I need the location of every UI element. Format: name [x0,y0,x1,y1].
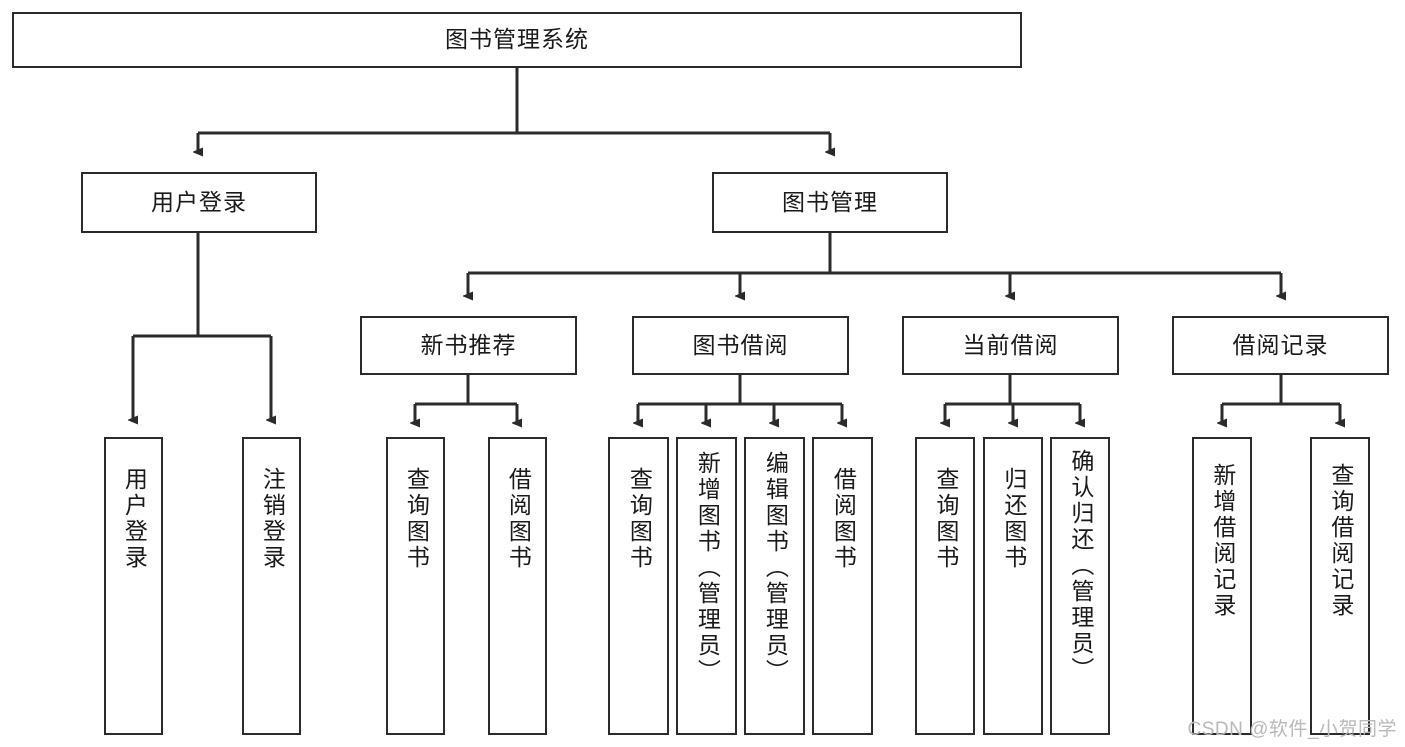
node-label: 查询图书 [932,467,959,571]
leaf-return-book[interactable]: 归还图书 [983,437,1043,735]
leaf-edit-book-admin[interactable]: 编辑图书（管理员） [744,437,805,735]
node-label: 查询图书 [626,467,653,571]
node-borrow-record[interactable]: 借阅记录 [1172,316,1389,375]
node-label: 确认归还（管理员） [1067,449,1094,683]
node-label: 新增图书（管理员） [694,451,721,685]
node-label: 新书推荐 [420,331,517,358]
node-label: 归还图书 [1000,467,1027,571]
node-label: 借阅记录 [1232,331,1329,358]
node-label: 查询借阅记录 [1327,463,1354,619]
node-label: 新增借阅记录 [1209,463,1236,619]
node-label: 用户登录 [151,188,247,215]
leaf-query-book-borrow[interactable]: 查询图书 [608,437,669,735]
leaf-user-login[interactable]: 用户登录 [104,437,163,735]
node-label: 图书管理系统 [445,26,589,53]
node-label: 编辑图书（管理员） [762,451,789,685]
node-label: 图书借阅 [692,331,789,358]
node-label: 借阅图书 [830,467,857,571]
node-label: 查询图书 [403,467,430,571]
node-label: 注销登录 [259,467,286,571]
leaf-query-book-recommend[interactable]: 查询图书 [386,437,445,735]
csdn-watermark: CSDN @软件_小贺同学 [1187,719,1397,740]
node-book-borrow[interactable]: 图书借阅 [632,316,849,375]
node-current-borrow[interactable]: 当前借阅 [902,316,1119,375]
leaf-add-book-admin[interactable]: 新增图书（管理员） [676,437,737,735]
leaf-borrow-book[interactable]: 借阅图书 [812,437,873,735]
node-label: 图书管理 [782,188,878,215]
node-root-book-management-system[interactable]: 图书管理系统 [12,12,1022,68]
node-book-management[interactable]: 图书管理 [712,172,948,233]
node-new-book-recommend[interactable]: 新书推荐 [360,316,577,375]
leaf-confirm-return-admin[interactable]: 确认归还（管理员） [1050,437,1110,735]
leaf-query-book-current[interactable]: 查询图书 [915,437,975,735]
leaf-logout[interactable]: 注销登录 [242,437,301,735]
leaf-borrow-book-recommend[interactable]: 借阅图书 [488,437,547,735]
node-label: 当前借阅 [962,331,1059,358]
node-user-login[interactable]: 用户登录 [81,172,317,233]
node-label: 借阅图书 [505,467,532,571]
leaf-query-borrow-record[interactable]: 查询借阅记录 [1310,437,1370,735]
leaf-add-borrow-record[interactable]: 新增借阅记录 [1192,437,1252,735]
node-label: 用户登录 [121,467,148,571]
